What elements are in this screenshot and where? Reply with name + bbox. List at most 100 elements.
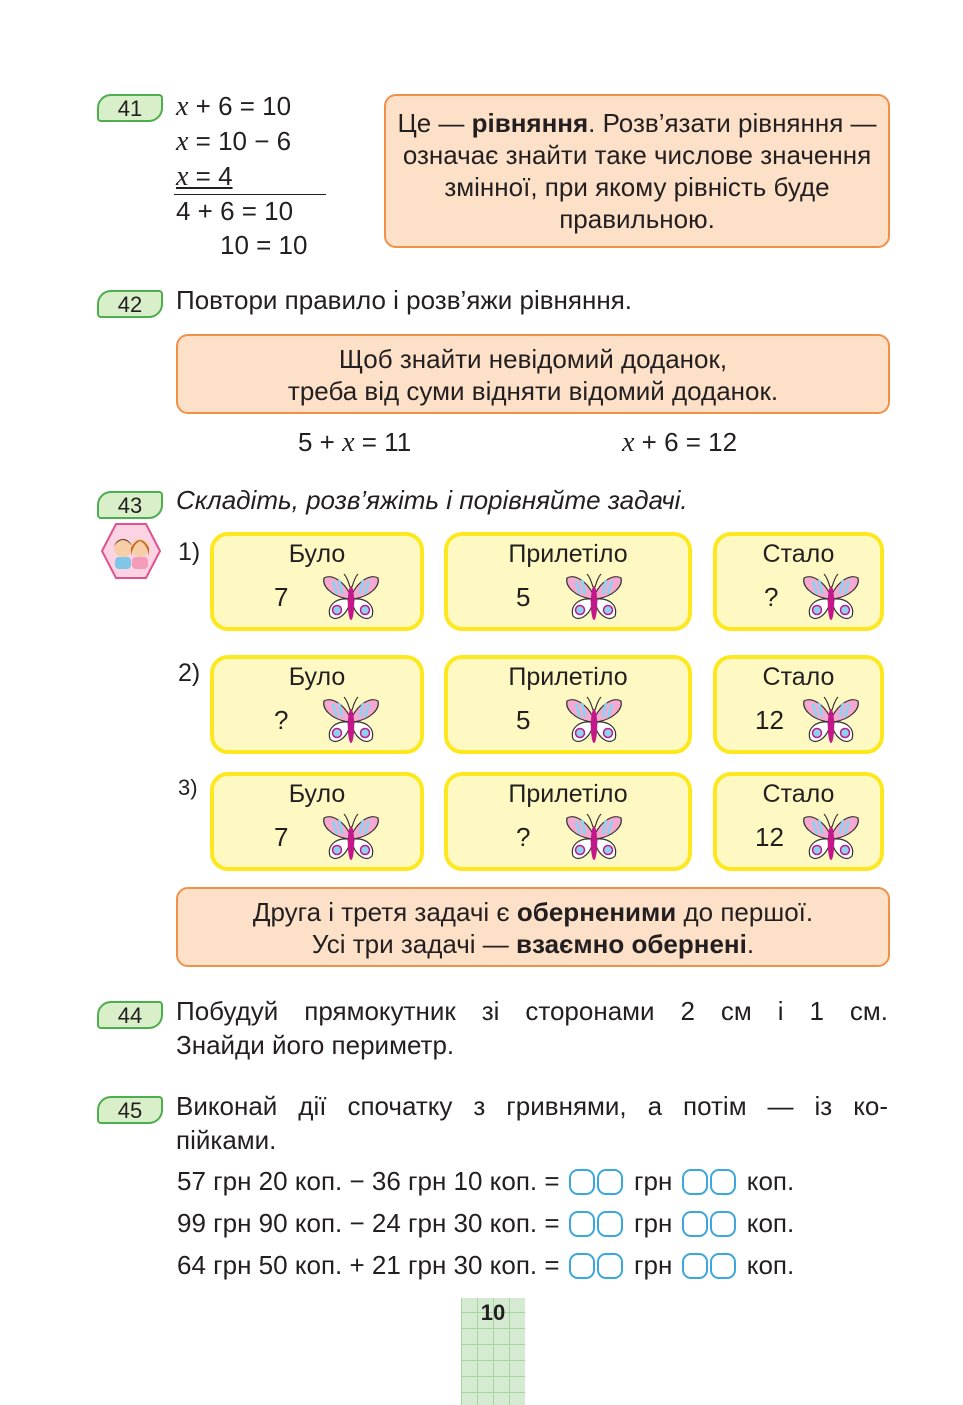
was-value: ?	[274, 705, 289, 735]
ex41-line-1: x + 6 = 10	[176, 90, 291, 123]
became-value: 12	[755, 705, 784, 735]
ex41-line-3-text: = 4	[188, 161, 233, 191]
uah-answer-boxes[interactable]	[568, 1169, 625, 1197]
uah-unit: грн	[634, 1166, 673, 1196]
problem-1-became-card: Стало ?	[713, 532, 884, 631]
became-caption: Стало	[762, 540, 835, 568]
flew-in-value: 5	[516, 705, 531, 735]
kop-answer-boxes[interactable]	[681, 1211, 738, 1239]
pair-work-icon	[101, 523, 161, 579]
became-value: 12	[755, 822, 784, 852]
flew-in-caption: Прилетіло	[508, 540, 628, 568]
ex44-line-1: Побудуй прямокутник зі сторонами 2 см і …	[176, 996, 888, 1026]
butterfly-icon	[322, 572, 380, 622]
variable-x: x	[176, 91, 189, 122]
definition-text-2: . Розв’язати рівняння — означає знайти т…	[402, 108, 877, 234]
ex42-task: Повтори правило і розв’яжи рівняння.	[176, 285, 633, 315]
butterfly-icon	[802, 572, 860, 622]
ex41-line-1-text: + 6 = 10	[188, 91, 292, 121]
butterfly-icon	[802, 695, 860, 745]
kop-unit: коп.	[746, 1250, 795, 1280]
kop-answer-boxes[interactable]	[681, 1169, 738, 1197]
variable-x: x	[176, 126, 189, 157]
inverse-note-text: Усі три задачі —	[311, 929, 517, 959]
ex44-line-2: Знайди його периметр.	[176, 1030, 455, 1060]
definition-term: рівняння	[471, 108, 589, 138]
check-divider	[174, 194, 326, 195]
butterfly-icon	[565, 572, 623, 622]
butterfly-icon	[322, 812, 380, 862]
variable-x: x	[622, 427, 635, 458]
equation-1: 5 + x = 11	[298, 426, 411, 459]
inverse-problems-note-box: Друга і третя задачі є оберненими до пер…	[176, 887, 890, 967]
variable-x: x	[176, 161, 189, 192]
kop-answer-boxes[interactable]	[681, 1253, 738, 1281]
ex43-task: Складіть, розв’яжіть і порівняйте задачі…	[176, 485, 688, 515]
became-caption: Стало	[762, 663, 835, 691]
ex41-line-4: 4 + 6 = 10	[176, 196, 294, 226]
problem-3-flew-in-card: Прилетіло ?	[444, 772, 692, 871]
flew-in-caption: Прилетіло	[508, 663, 628, 691]
exercise-44-badge: 44	[97, 1001, 163, 1029]
money-equation-3: 64 грн 50 коп. + 21 грн 30 коп. = грн ко…	[177, 1248, 794, 1282]
problem-2-label: 2)	[178, 659, 201, 687]
money-expression: 64 грн 50 коп. + 21 грн 30 коп. =	[177, 1250, 560, 1280]
equation-1-right: = 11	[354, 427, 412, 457]
inverse-note-term: взаємно обернені	[516, 929, 747, 959]
inverse-note-line-2: Усі три задачі — взаємно обернені.	[178, 928, 888, 960]
was-caption: Було	[288, 780, 346, 808]
problem-3-was-card: Було 7	[210, 772, 424, 871]
money-expression: 57 грн 20 коп. − 36 грн 10 коп. =	[177, 1166, 560, 1196]
inverse-note-term: оберненими	[516, 897, 677, 927]
ex41-line-3: x = 4	[176, 160, 233, 193]
kop-unit: коп.	[746, 1166, 795, 1196]
exercise-43-badge: 43	[97, 491, 163, 519]
exercise-42-badge: 42	[97, 290, 163, 318]
uah-answer-boxes[interactable]	[568, 1253, 625, 1281]
problem-2-was-card: Було ?	[210, 655, 424, 754]
addend-rule-box: Щоб знайти невідомий доданок, треба від …	[176, 334, 890, 414]
problem-1-label: 1)	[178, 538, 201, 566]
flew-in-value: 5	[516, 582, 531, 612]
equation-definition-box: Це — рівняння. Розв’язати рівняння — озн…	[384, 94, 890, 248]
butterfly-icon	[565, 695, 623, 745]
inverse-note-text: .	[746, 929, 755, 959]
equation-2-right: + 6 = 12	[634, 427, 738, 457]
page-number: 10	[480, 1300, 506, 1325]
inverse-note-text: Друга і третя задачі є	[252, 897, 517, 927]
problem-1-flew-in-card: Прилетіло 5	[444, 532, 692, 631]
problem-2-became-card: Стало 12	[713, 655, 884, 754]
uah-unit: грн	[634, 1250, 673, 1280]
problem-3-became-card: Стало 12	[713, 772, 884, 871]
butterfly-icon	[802, 812, 860, 862]
inverse-note-line-1: Друга і третя задачі є оберненими до пер…	[178, 896, 888, 928]
ex45-line-2: пійками.	[176, 1125, 277, 1155]
ex41-line-2-text: = 10 − 6	[188, 126, 292, 156]
inverse-note-text: до першої.	[676, 897, 814, 927]
definition-text-1: Це —	[397, 108, 472, 138]
was-caption: Було	[288, 663, 346, 691]
ex41-line-2: x = 10 − 6	[176, 125, 291, 158]
kop-unit: коп.	[746, 1208, 795, 1238]
flew-in-caption: Прилетіло	[508, 780, 628, 808]
problem-3-label: 3)	[178, 775, 198, 800]
was-value: 7	[274, 822, 289, 852]
became-caption: Стало	[762, 780, 835, 808]
problem-2-flew-in-card: Прилетіло 5	[444, 655, 692, 754]
ex45-line-1: Виконай дії спочатку з гривнями, а потім…	[176, 1091, 888, 1121]
equation-2: x + 6 = 12	[622, 426, 737, 459]
butterfly-icon	[322, 695, 380, 745]
addend-rule-line-2: треба від суми відняти відомий доданок.	[287, 376, 779, 406]
uah-answer-boxes[interactable]	[568, 1211, 625, 1239]
flew-in-value: ?	[516, 822, 531, 852]
ex41-line-5: 10 = 10	[220, 230, 308, 260]
butterfly-icon	[565, 812, 623, 862]
exercise-45-badge: 45	[97, 1096, 163, 1124]
problem-1-was-card: Було 7	[210, 532, 424, 631]
variable-x: x	[342, 427, 355, 458]
was-caption: Було	[288, 540, 346, 568]
addend-rule-line-1: Щоб знайти невідомий доданок,	[338, 344, 728, 374]
money-equation-1: 57 грн 20 коп. − 36 грн 10 коп. = грн ко…	[177, 1164, 794, 1198]
money-expression: 99 грн 90 коп. − 24 грн 30 коп. =	[177, 1208, 560, 1238]
